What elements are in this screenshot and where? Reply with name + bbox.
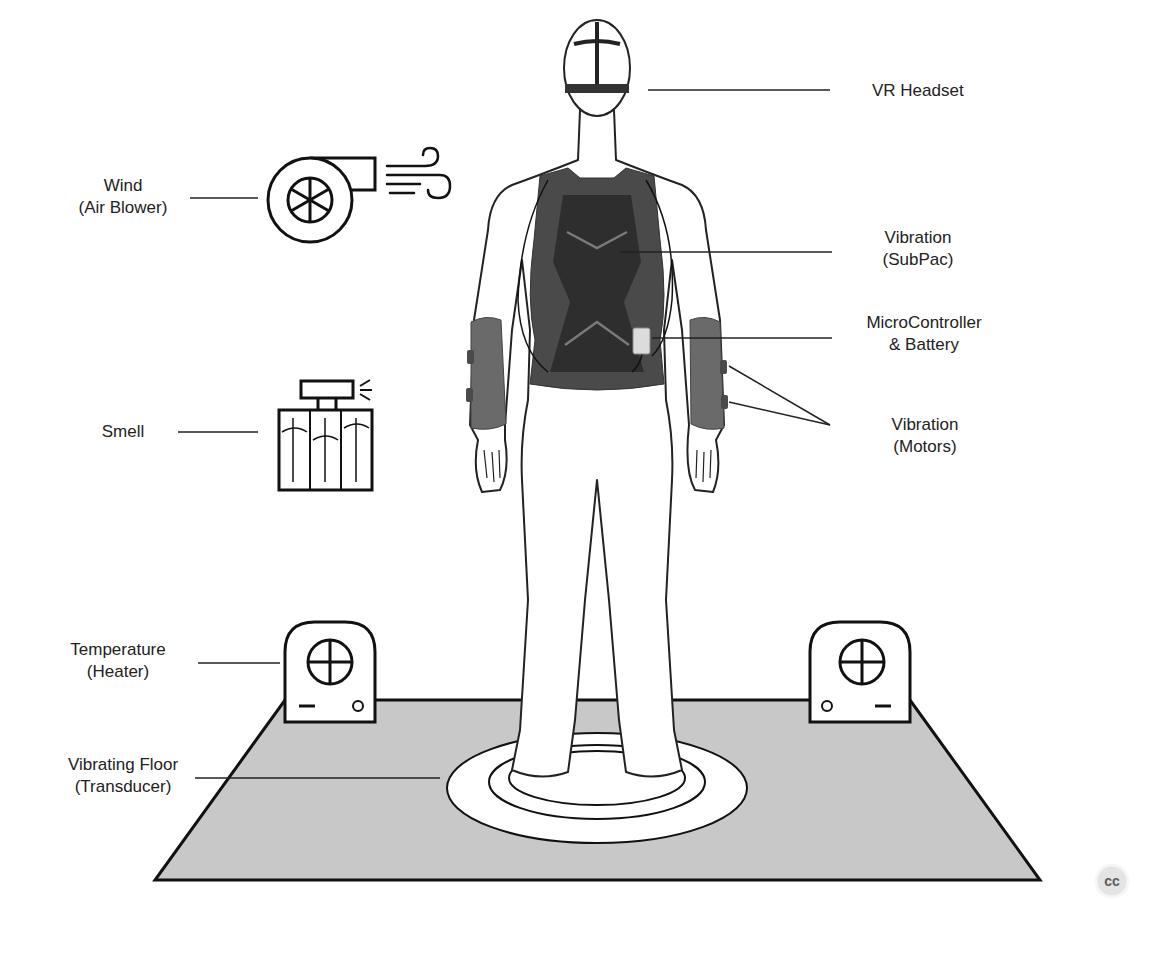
human-figure [470,110,724,777]
part-label: VR Headset [872,80,964,102]
license-badge: cc [1094,863,1130,899]
part-label: Vibration (SubPac) [883,227,954,271]
microcontroller [633,328,650,354]
floor-plate [155,700,1040,880]
cable [518,180,672,372]
heater-icon [810,622,910,722]
subpac-pad [550,195,644,372]
head [564,20,630,116]
part-label: Vibrating Floor (Transducer) [68,754,178,798]
hand-lines [484,450,711,482]
part-label: MicroController & Battery [866,312,981,356]
transducer-rings [447,733,747,843]
vest-chevron [565,232,629,345]
heater-icon [285,622,375,722]
badge-outline [1096,865,1128,897]
badge-text: cc [1104,873,1120,889]
part-label: Vibration (Motors) [892,414,959,458]
air-blower-icon [268,158,375,242]
leader-line [178,90,832,778]
part-label: Smell [102,421,145,443]
wind-symbol [387,148,450,198]
part-label: Wind (Air Blower) [79,175,168,219]
vr-headset-strap [565,22,629,93]
subpac-vest [530,168,664,390]
scent-diffuser-icon [279,380,372,490]
part-label: Temperature (Heater) [70,639,165,683]
